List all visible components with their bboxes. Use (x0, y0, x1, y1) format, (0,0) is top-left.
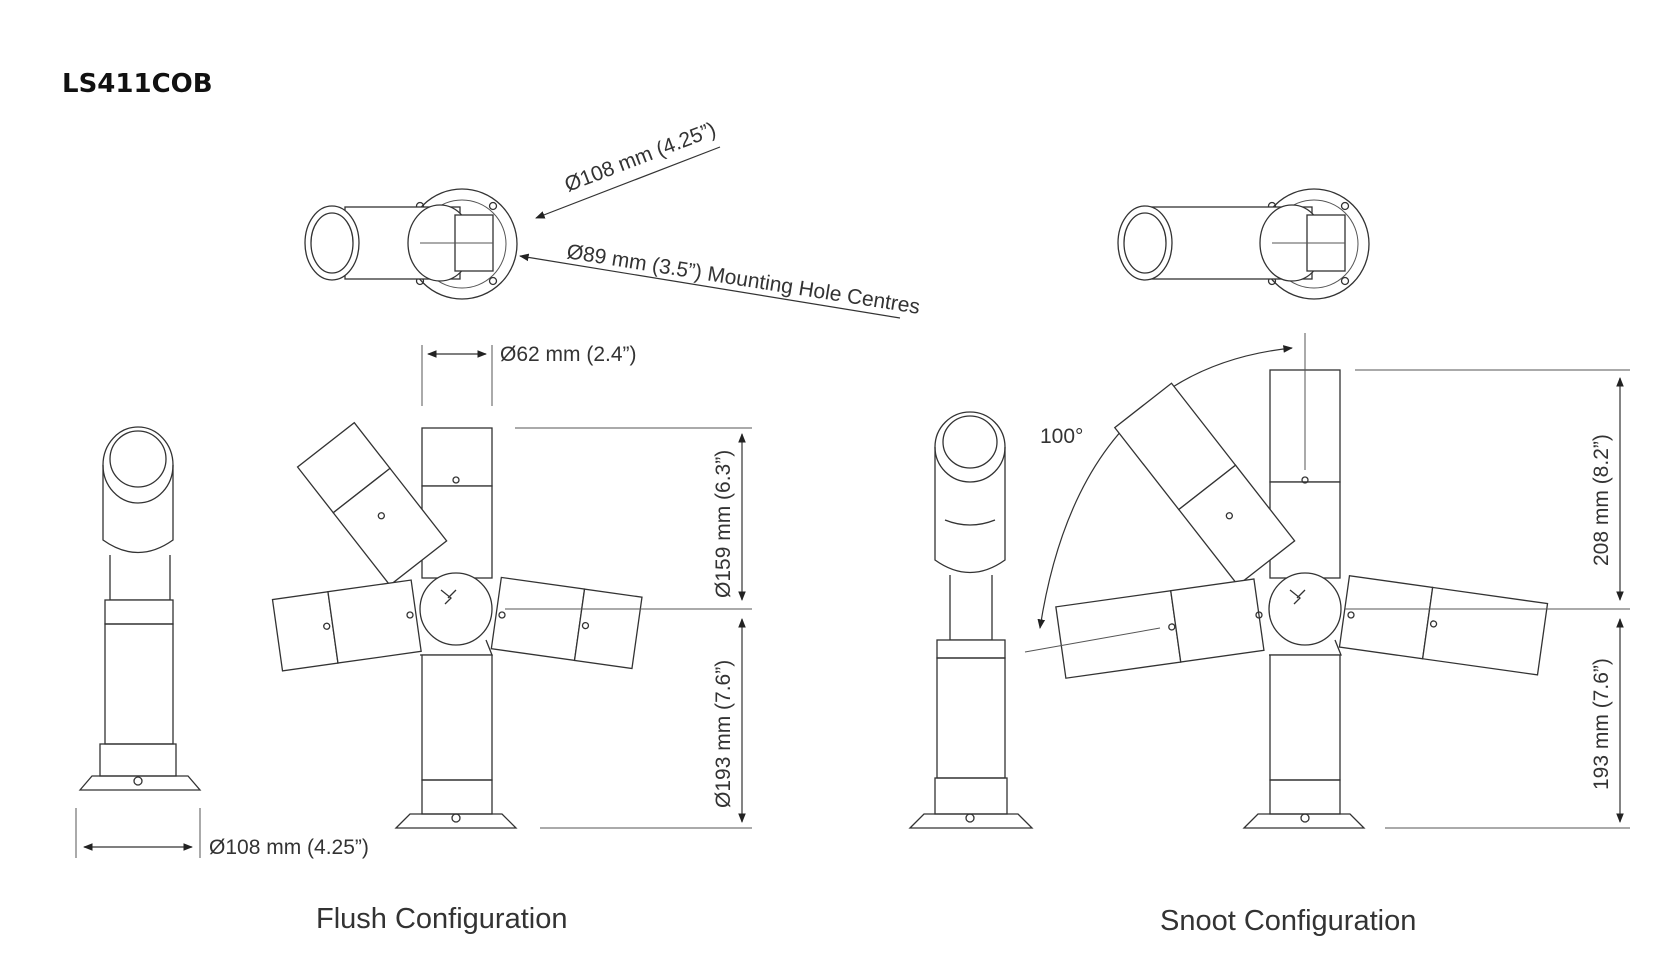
outer-diameter-label: Ø108 mm (4.25”) (562, 118, 720, 197)
base-diameter-dimension: Ø108 mm (4.25”) (75, 808, 369, 859)
flush-side-view (78, 426, 202, 791)
snoot-upper-height-label: 208 mm (8.2”) (1590, 434, 1613, 566)
stem-diameter-dimension: Ø62 mm (2.4”) (421, 343, 637, 406)
top-diameter-dimension: Ø108 mm (4.25”) (535, 118, 721, 219)
snoot-lower-height-label: 193 mm (7.6”) (1590, 658, 1613, 790)
snoot-front-view (1024, 333, 1549, 829)
flush-lower-height-label: Ø193 mm (7.6”) (712, 660, 735, 808)
stem-diameter-label: Ø62 mm (2.4”) (500, 343, 637, 366)
flush-height-dimensions: Ø159 mm (6.3”) Ø193 mm (7.6”) (505, 427, 752, 829)
flush-caption: Flush Configuration (316, 903, 567, 935)
snoot-top-view (1117, 188, 1370, 300)
snoot-caption: Snoot Configuration (1160, 905, 1416, 937)
tilt-angle-label: 100° (1040, 425, 1083, 448)
product-code: LS411COB (62, 69, 213, 99)
flush-front-view (271, 421, 643, 829)
flush-upper-height-label: Ø159 mm (6.3”) (712, 450, 735, 598)
base-diameter-label: Ø108 mm (4.25”) (209, 836, 369, 859)
mounting-hole-dimension: Ø89 mm (3.5”) Mounting Hole Centres (519, 240, 922, 319)
flush-top-view (304, 188, 518, 300)
snoot-height-dimensions: 208 mm (8.2”) 193 mm (7.6”) (1345, 369, 1630, 829)
mounting-hole-label: Ø89 mm (3.5”) Mounting Hole Centres (565, 240, 921, 319)
snoot-side-view (908, 411, 1034, 829)
